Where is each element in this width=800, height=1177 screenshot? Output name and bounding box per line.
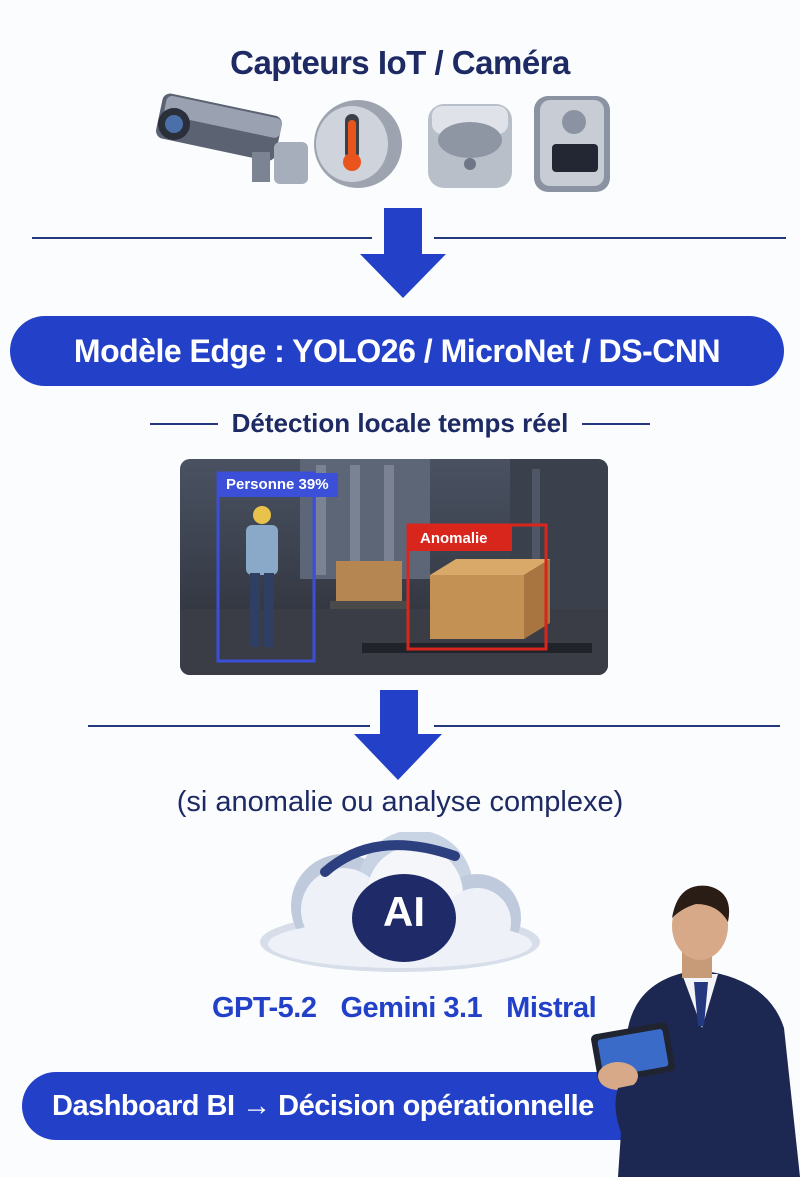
- divider-right-2: [434, 725, 780, 727]
- down-arrow-icon: [360, 208, 446, 298]
- edge-model-banner: Modèle Edge : YOLO26 / MicroNet / DS-CNN: [10, 316, 784, 386]
- model-gemini: Gemini 3.1: [340, 992, 483, 1024]
- edge-subtitle: Détection locale temps réel: [0, 408, 800, 439]
- edge-subtitle-text: Détection locale temps réel: [231, 408, 569, 438]
- condition-note: (si anomalie ou analyse complexe): [176, 786, 624, 818]
- divider-left-2: [88, 725, 370, 727]
- warehouse-scene-image: [180, 459, 608, 675]
- sensors-title: Capteurs IoT / Caméra: [230, 44, 570, 81]
- security-camera-icon: [156, 93, 308, 184]
- model-gpt: GPT-5.2: [212, 992, 317, 1024]
- detection-scene: Personne 39% Anomalie: [180, 459, 608, 675]
- person-label: Personne 39%: [226, 476, 329, 493]
- dashboard-banner: Dashboard BI → Décision opérationnelle: [22, 1072, 662, 1140]
- down-arrow-icon-2: [354, 690, 442, 780]
- sensor-icons-row: [156, 93, 610, 192]
- anomaly-label: Anomalie: [420, 530, 488, 547]
- temperature-sensor-icon: [314, 100, 402, 188]
- divider-left: [32, 237, 372, 239]
- model-mistral: Mistral: [506, 992, 597, 1024]
- ai-cloud-icon: [260, 832, 540, 972]
- divider-right: [434, 237, 786, 239]
- llm-models-list: GPT-5.2 Gemini 3.1 Mistral: [212, 992, 597, 1025]
- ai-badge: AI: [383, 888, 425, 935]
- motion-sensor-icon: [428, 104, 512, 188]
- businessman-illustration: [591, 885, 800, 1177]
- subtitle-dash-left: [149, 422, 218, 425]
- subtitle-dash-right: [582, 422, 651, 425]
- door-sensor-icon: [534, 96, 610, 192]
